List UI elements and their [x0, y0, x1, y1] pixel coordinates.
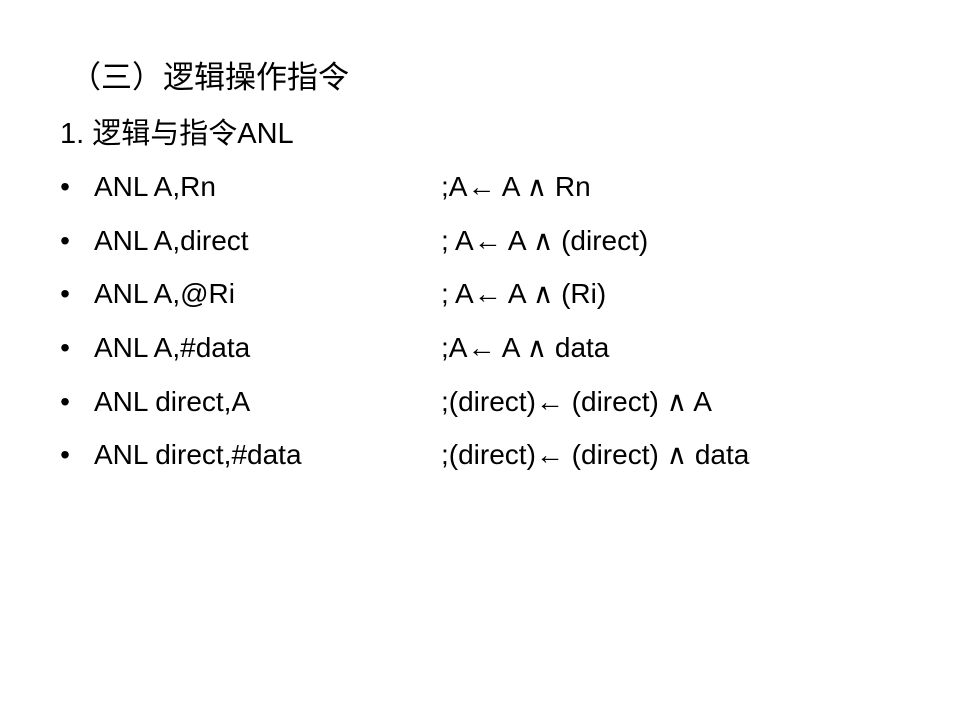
instruction-comment: ; A← A ∧ (direct) [441, 224, 649, 256]
instruction-code: ANL A,direct [94, 224, 249, 256]
bullet-icon: • [60, 224, 70, 256]
bullet-icon: • [60, 278, 70, 310]
instruction-comment: ; A← A ∧ (Ri) [441, 278, 607, 310]
instruction-code: ANL direct,A [94, 385, 251, 417]
subtitle: 1. 逻辑与指令ANL [60, 118, 294, 150]
instruction-comment: ;A← A ∧ Rn [441, 171, 591, 202]
instruction-code: ANL A,#data [94, 332, 251, 364]
bullet-icon: • [60, 439, 70, 471]
instruction-comment: ;(direct)← (direct) ∧ A [441, 385, 712, 417]
instruction-comment: ;A← A ∧ data [441, 332, 610, 364]
instruction-comment: ;(direct)← (direct) ∧ data [441, 439, 750, 471]
instruction-code: ANL A,Rn [94, 171, 216, 202]
bullet-icon: • [60, 332, 70, 364]
instruction-code: ANL direct,#data [94, 439, 302, 471]
section-title: （三）逻辑操作指令 [70, 60, 349, 95]
instruction-code: ANL A,@Ri [94, 278, 235, 310]
bullet-icon: • [60, 385, 70, 417]
bullet-icon: • [60, 171, 70, 202]
